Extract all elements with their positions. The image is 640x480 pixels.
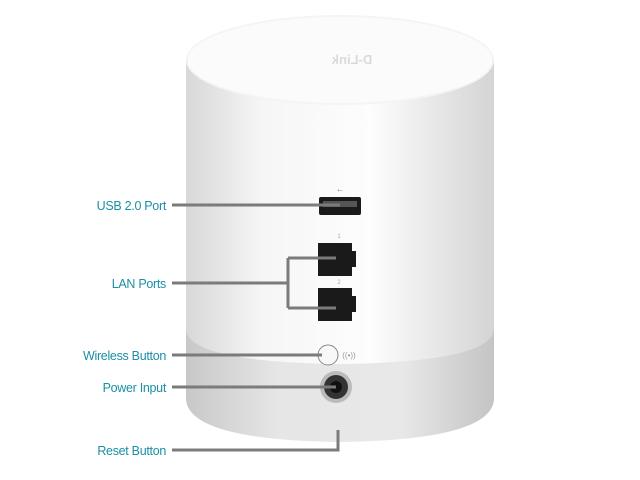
label-wireless-button: Wireless Button xyxy=(82,349,166,363)
lan-port-2: 2 xyxy=(318,280,356,321)
leader-lines xyxy=(172,203,340,452)
label-reset-button: Reset Button xyxy=(97,444,166,458)
lan-port-number: 1 xyxy=(337,234,341,240)
label-lan-ports: LAN Ports xyxy=(111,277,167,291)
label-usb-port: USB 2.0 Port xyxy=(96,199,167,213)
wireless-icon: ((•)) xyxy=(342,351,356,360)
lan-leader xyxy=(172,256,336,310)
usb-icon: ⭠ xyxy=(337,187,343,194)
label-power-input: Power Input xyxy=(102,381,167,395)
brand-logo: D-Link xyxy=(331,52,372,67)
reset-leader xyxy=(172,430,340,452)
lan-port-number: 2 xyxy=(337,280,341,286)
lan-port-1: 1 xyxy=(318,234,356,276)
